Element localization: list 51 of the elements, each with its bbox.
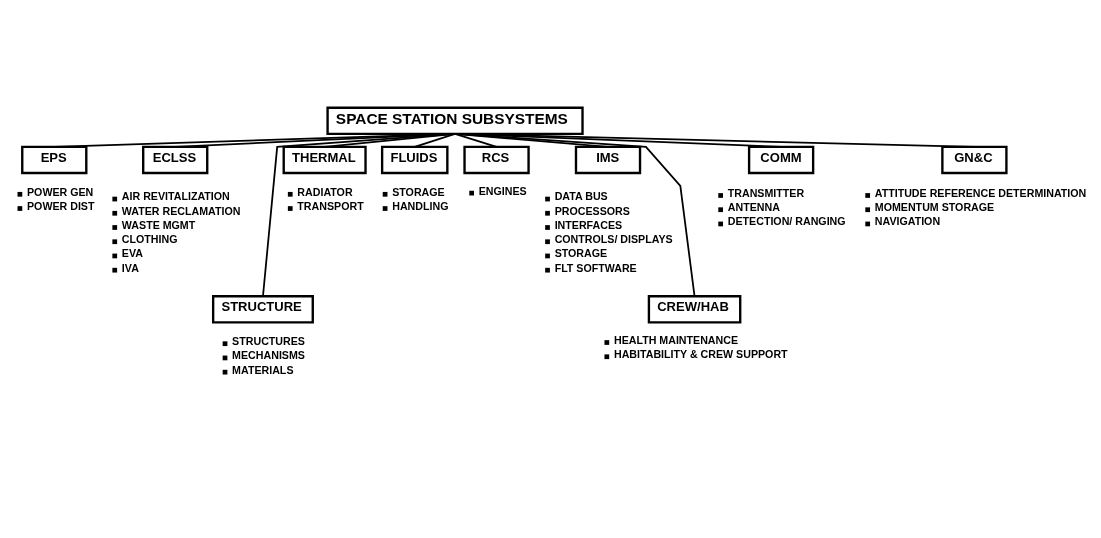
node-label: HABITABILITY & CREW SUPPORT xyxy=(613,348,788,361)
node-box: RCS xyxy=(463,145,530,175)
node-label: MECHANISMS xyxy=(232,349,305,362)
node-label: TRANSMITTER xyxy=(727,186,805,199)
node-label: WASTE MGMT xyxy=(121,218,196,231)
connector xyxy=(454,132,976,148)
node-label: RADIATOR xyxy=(297,185,353,198)
node-label: NAVIGATION xyxy=(874,215,941,228)
node-label: FLT SOFTWARE xyxy=(554,261,637,274)
node-box: CREW/HAB xyxy=(647,295,742,324)
node-label: CLOTHING xyxy=(121,233,178,246)
node-label: STRUCTURES xyxy=(232,335,305,348)
node-box: ECLSS xyxy=(142,145,209,175)
node-label: POWER DIST xyxy=(27,199,95,212)
connector xyxy=(454,132,498,148)
connector xyxy=(323,132,456,148)
node-label: INTERFACES xyxy=(554,218,623,231)
node-label: EVA xyxy=(121,247,143,260)
node-label: STORAGE xyxy=(554,247,608,260)
node-label: ANTENNA xyxy=(727,201,780,214)
node-label: PROCESSORS xyxy=(554,204,630,217)
node-box: IMS xyxy=(574,145,642,175)
node-box: SPACE STATION SUBSYSTEMS xyxy=(326,106,584,135)
node-label: MATERIALS xyxy=(232,363,294,376)
connector xyxy=(413,132,456,148)
node-label: STORAGE xyxy=(392,185,445,198)
connector xyxy=(454,132,609,148)
node-box: THERMAL xyxy=(282,145,367,175)
node-label: CONTROLS/ DISPLAYS xyxy=(554,233,673,246)
connector xyxy=(454,132,696,298)
node-label: WATER RECLAMATION xyxy=(121,204,241,217)
connector xyxy=(262,132,456,298)
node-label: POWER GEN xyxy=(27,185,94,198)
node-label: AIR REVITALIZATION xyxy=(121,190,230,203)
node-box: FLUIDS xyxy=(380,145,449,175)
node-box: STRUCTURE xyxy=(211,295,314,324)
node-label: DETECTION/ RANGING xyxy=(727,215,846,228)
node-label: ENGINES xyxy=(478,184,527,197)
node-label: MOMENTUM STORAGE xyxy=(874,201,995,214)
node-label: IVA xyxy=(121,261,139,274)
node-label: DATA BUS xyxy=(554,190,608,203)
node-label: HEALTH MAINTENANCE xyxy=(613,333,739,346)
node-label: TRANSPORT xyxy=(297,199,364,212)
node-box: EPS xyxy=(21,145,88,175)
node-label: ATTITUDE REFERENCE DETERMINATION xyxy=(874,186,1087,199)
connector xyxy=(454,132,782,148)
node-box: GN&C xyxy=(941,145,1008,175)
node-box: COMM xyxy=(747,145,815,175)
connector xyxy=(174,132,456,148)
connector xyxy=(53,132,456,148)
node-label: HANDLING xyxy=(392,199,449,212)
